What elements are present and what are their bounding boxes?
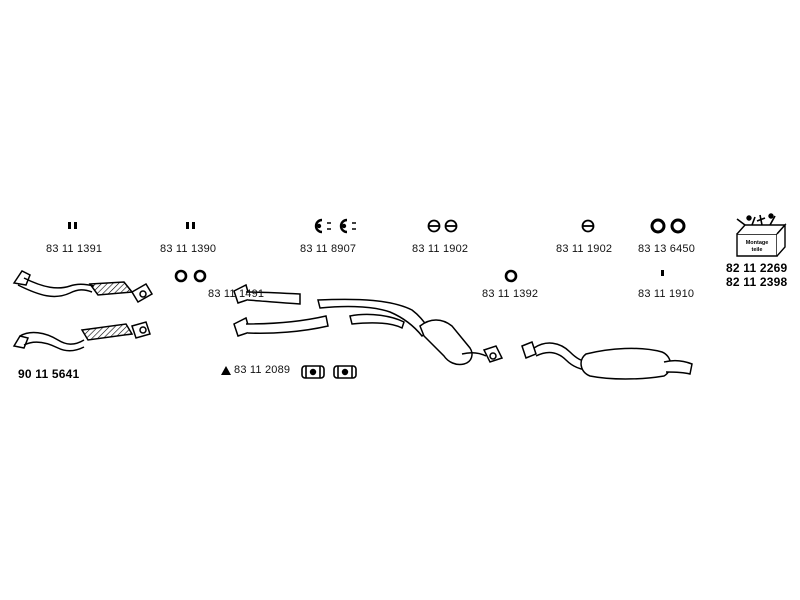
part-number-label: 83 11 8907 [300, 243, 357, 255]
o-ring-icon [174, 269, 188, 283]
rear-muffler [521, 341, 693, 380]
gasket-icon [427, 219, 441, 233]
bolt-icon [661, 270, 664, 276]
box-label-line1: Montage [746, 240, 769, 246]
part-number-label: 83 11 2089 [234, 364, 291, 376]
front-pipe-lower [233, 315, 329, 337]
part-number-label: 83 13 6450 [638, 243, 696, 255]
part-number-label: 83 11 1902 [412, 243, 469, 255]
box-label-line2: teile [751, 247, 762, 253]
part-number-label: 83 11 1910 [638, 288, 695, 300]
part-number-label: 83 11 1392 [482, 288, 539, 300]
rubber-mount-icon [333, 365, 357, 379]
middle-muffler [317, 298, 504, 366]
part-number-label: 90 11 5641 [18, 367, 80, 381]
clamp-icon [68, 222, 77, 229]
triangle-marker-icon [221, 366, 231, 375]
montage-box-icon [736, 213, 787, 257]
part-number-label: 83 11 1491 [208, 288, 265, 300]
part-number-label: 83 11 1391 [46, 243, 103, 255]
clamp-icon [186, 222, 195, 229]
rubber-mount-icon [301, 365, 325, 379]
part-number-label: 82 11 2269 [726, 261, 788, 275]
o-ring-icon [670, 218, 686, 234]
o-ring-icon [504, 269, 518, 283]
u-clamp-icon [314, 218, 331, 234]
catalytic-converter-upper [12, 270, 154, 304]
gasket-icon [444, 219, 458, 233]
part-number-label: 83 11 1390 [160, 243, 217, 255]
u-clamp-icon [339, 218, 356, 234]
o-ring-icon [650, 218, 666, 234]
part-number-label: 82 11 2398 [726, 275, 788, 289]
front-pipe-upper [233, 283, 301, 305]
o-ring-icon [193, 269, 207, 283]
gasket-icon [581, 219, 595, 233]
catalytic-converter-lower [12, 321, 151, 352]
part-number-label: 83 11 1902 [556, 243, 613, 255]
